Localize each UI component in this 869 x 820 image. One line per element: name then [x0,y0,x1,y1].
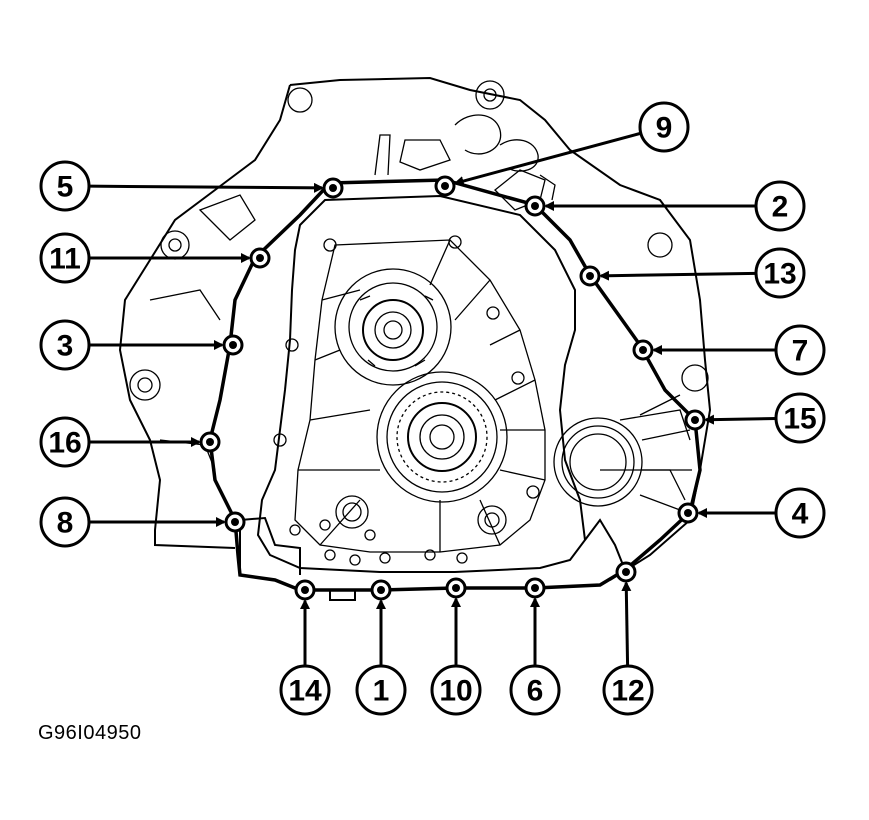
leader-arrow-13 [598,270,757,281]
bolt-center-4 [684,509,692,517]
callout-label-2: 2 [772,191,789,224]
callout-label-8: 8 [57,507,74,540]
case-cover [208,178,702,592]
bolt-center-5 [329,184,337,192]
callout-label-11: 11 [49,243,81,276]
callout-label-10: 10 [439,675,472,708]
callout-label-1: 1 [373,675,390,708]
bolt-center-12 [622,568,630,576]
callout-circle-12 [602,664,654,716]
bolt-center-1 [377,586,385,594]
bolt-center-6 [531,584,539,592]
lower-shaft-bearing [376,371,508,503]
callout-circle-10 [430,664,482,716]
bolt-center-7 [639,346,647,354]
callout-layer: 5 11 3 16 8 9 2 13 7 15 4 14 1 10 6 12 [39,101,826,716]
leader-arrow-5 [88,182,325,193]
callout-label-3: 3 [57,330,74,363]
callout-circle-3 [39,319,91,371]
figure-code: G96I04950 [38,722,142,744]
callout-circle-9 [638,101,690,153]
lower-left-boss [335,495,507,535]
bolt-center-14 [301,586,309,594]
upper-shaft-bearing [334,268,452,386]
callout-label-16: 16 [48,427,81,460]
bolt-center-16 [206,438,214,446]
bolt-center-10 [452,584,460,592]
bolt-center-13 [586,272,594,280]
callout-label-4: 4 [792,498,809,531]
bolt-center-15 [691,416,699,424]
callout-label-15: 15 [783,403,816,436]
callout-circle-2 [754,180,806,232]
bolt-center-11 [256,254,264,262]
callout-label-12: 12 [611,675,644,708]
callout-circle-7 [774,324,826,376]
callout-label-14: 14 [288,675,322,708]
callout-circle-16 [39,416,91,468]
callout-circle-15 [774,392,826,444]
callout-circle-1 [355,664,407,716]
leader-arrow-15 [703,414,777,425]
bolt-center-8 [231,518,239,526]
callout-circle-8 [39,496,91,548]
bolt-center-9 [441,182,449,190]
differential-boss [553,394,692,511]
bolt-center-3 [229,341,237,349]
callout-circle-6 [509,664,561,716]
callout-circle-4 [774,487,826,539]
callout-circle-13 [754,247,806,299]
callout-label-7: 7 [792,335,809,368]
callout-circle-14 [279,664,331,716]
bolt-center-2 [531,202,539,210]
callout-label-5: 5 [57,171,74,204]
callout-circle-11 [39,232,91,284]
callout-label-6: 6 [527,675,544,708]
callout-label-9: 9 [656,112,673,145]
top-fittings [374,114,556,211]
callout-label-13: 13 [763,258,796,291]
leader-arrow-12 [621,580,632,667]
callout-circle-5 [39,160,91,212]
leader-arrow-9 [453,131,642,186]
